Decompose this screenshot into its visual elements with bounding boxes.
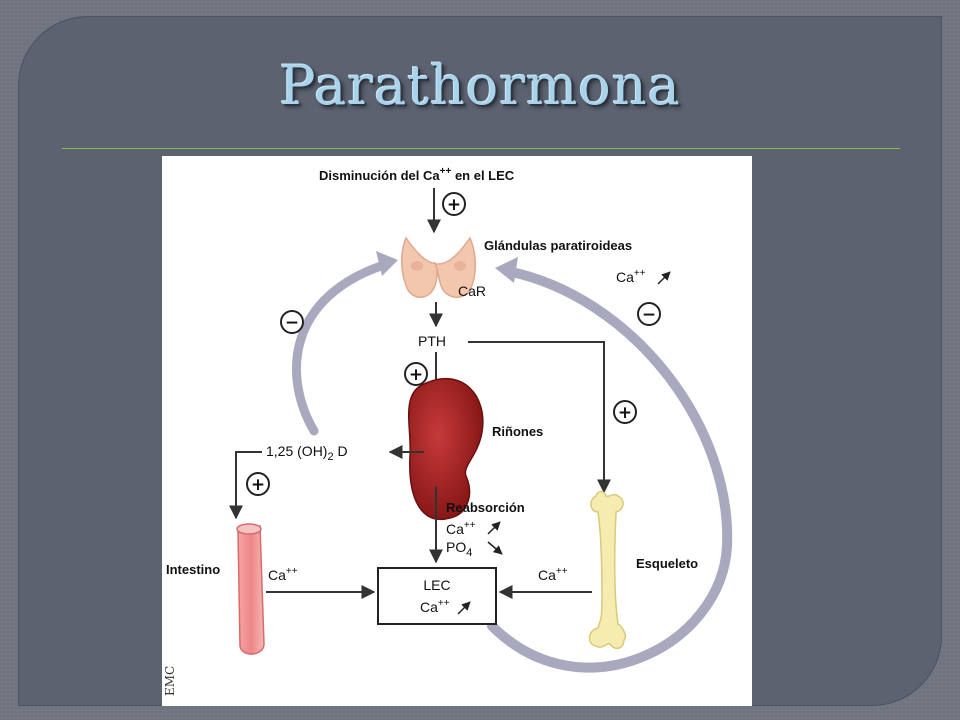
reabsorption-po4-decrease-arrow: [487, 541, 503, 555]
plus-sign-stimulus: +: [442, 192, 466, 216]
feedback-arrowhead-left: [376, 251, 398, 276]
reabsorption-ca-increase-arrow: [487, 521, 501, 535]
plus-sign-intestine: +: [246, 472, 270, 496]
kidney-label: Riñones: [492, 424, 543, 439]
svg-text:−: −: [285, 313, 299, 333]
intestine-ca-label: Ca++: [268, 566, 298, 583]
kidney-illustration: [408, 377, 484, 521]
pth-regulation-diagram: Disminución del Ca++ en el LEC + Glándul…: [162, 156, 752, 706]
feedback-ca-label: Ca++: [616, 268, 646, 285]
svg-text:+: +: [618, 403, 632, 423]
stimulus-label: Disminución del Ca++ en el LEC: [319, 166, 515, 183]
feedback-arrowhead-right: [495, 257, 518, 283]
intestine-label: Intestino: [166, 562, 220, 577]
reabsorption-ca-label: Ca++: [446, 520, 476, 537]
pth-to-skeleton-arrow: [468, 341, 611, 494]
lec-ca-increase-arrow: [457, 601, 471, 615]
vitd-to-intestine-arrow: [229, 451, 262, 520]
svg-text:−: −: [642, 305, 656, 325]
slide: Parathormona: [18, 16, 942, 706]
feedback-ca-increase-arrow: [657, 271, 671, 285]
lec-ca-label: Ca++: [420, 598, 450, 615]
skeleton-label: Esqueleto: [636, 556, 698, 571]
reabsorption-po4-label: PO4: [446, 539, 472, 559]
minus-sign-right: −: [637, 302, 661, 326]
lec-box: [377, 567, 497, 625]
lec-label: LEC: [423, 577, 450, 593]
parathyroid-glands-illustration: [401, 236, 476, 298]
title-divider: [62, 148, 900, 149]
emc-logo: EMC: [163, 666, 177, 696]
reabsorption-label: Reabsorción: [446, 500, 525, 515]
plus-sign-kidney: +: [404, 362, 428, 386]
minus-sign-left: −: [280, 310, 304, 334]
svg-text:+: +: [409, 365, 423, 385]
feedback-arrow-right: [487, 266, 733, 673]
car-label: CaR: [458, 283, 486, 299]
feedback-arrow-left: [292, 259, 392, 436]
skeleton-ca-label: Ca++: [538, 566, 568, 583]
svg-text:+: +: [251, 475, 265, 495]
plus-sign-skeleton: +: [613, 400, 637, 424]
intestine-illustration: [236, 523, 265, 655]
vitamin-d-label: 1,25 (OH)2 D: [266, 443, 348, 463]
glands-label: Glándulas paratiroideas: [484, 238, 632, 253]
bone-illustration: [588, 490, 627, 650]
diagram-canvas: Disminución del Ca++ en el LEC + Glándul…: [163, 166, 733, 696]
slide-title: Parathormona: [279, 54, 681, 117]
pth-label: PTH: [418, 333, 446, 349]
svg-text:+: +: [447, 195, 461, 215]
